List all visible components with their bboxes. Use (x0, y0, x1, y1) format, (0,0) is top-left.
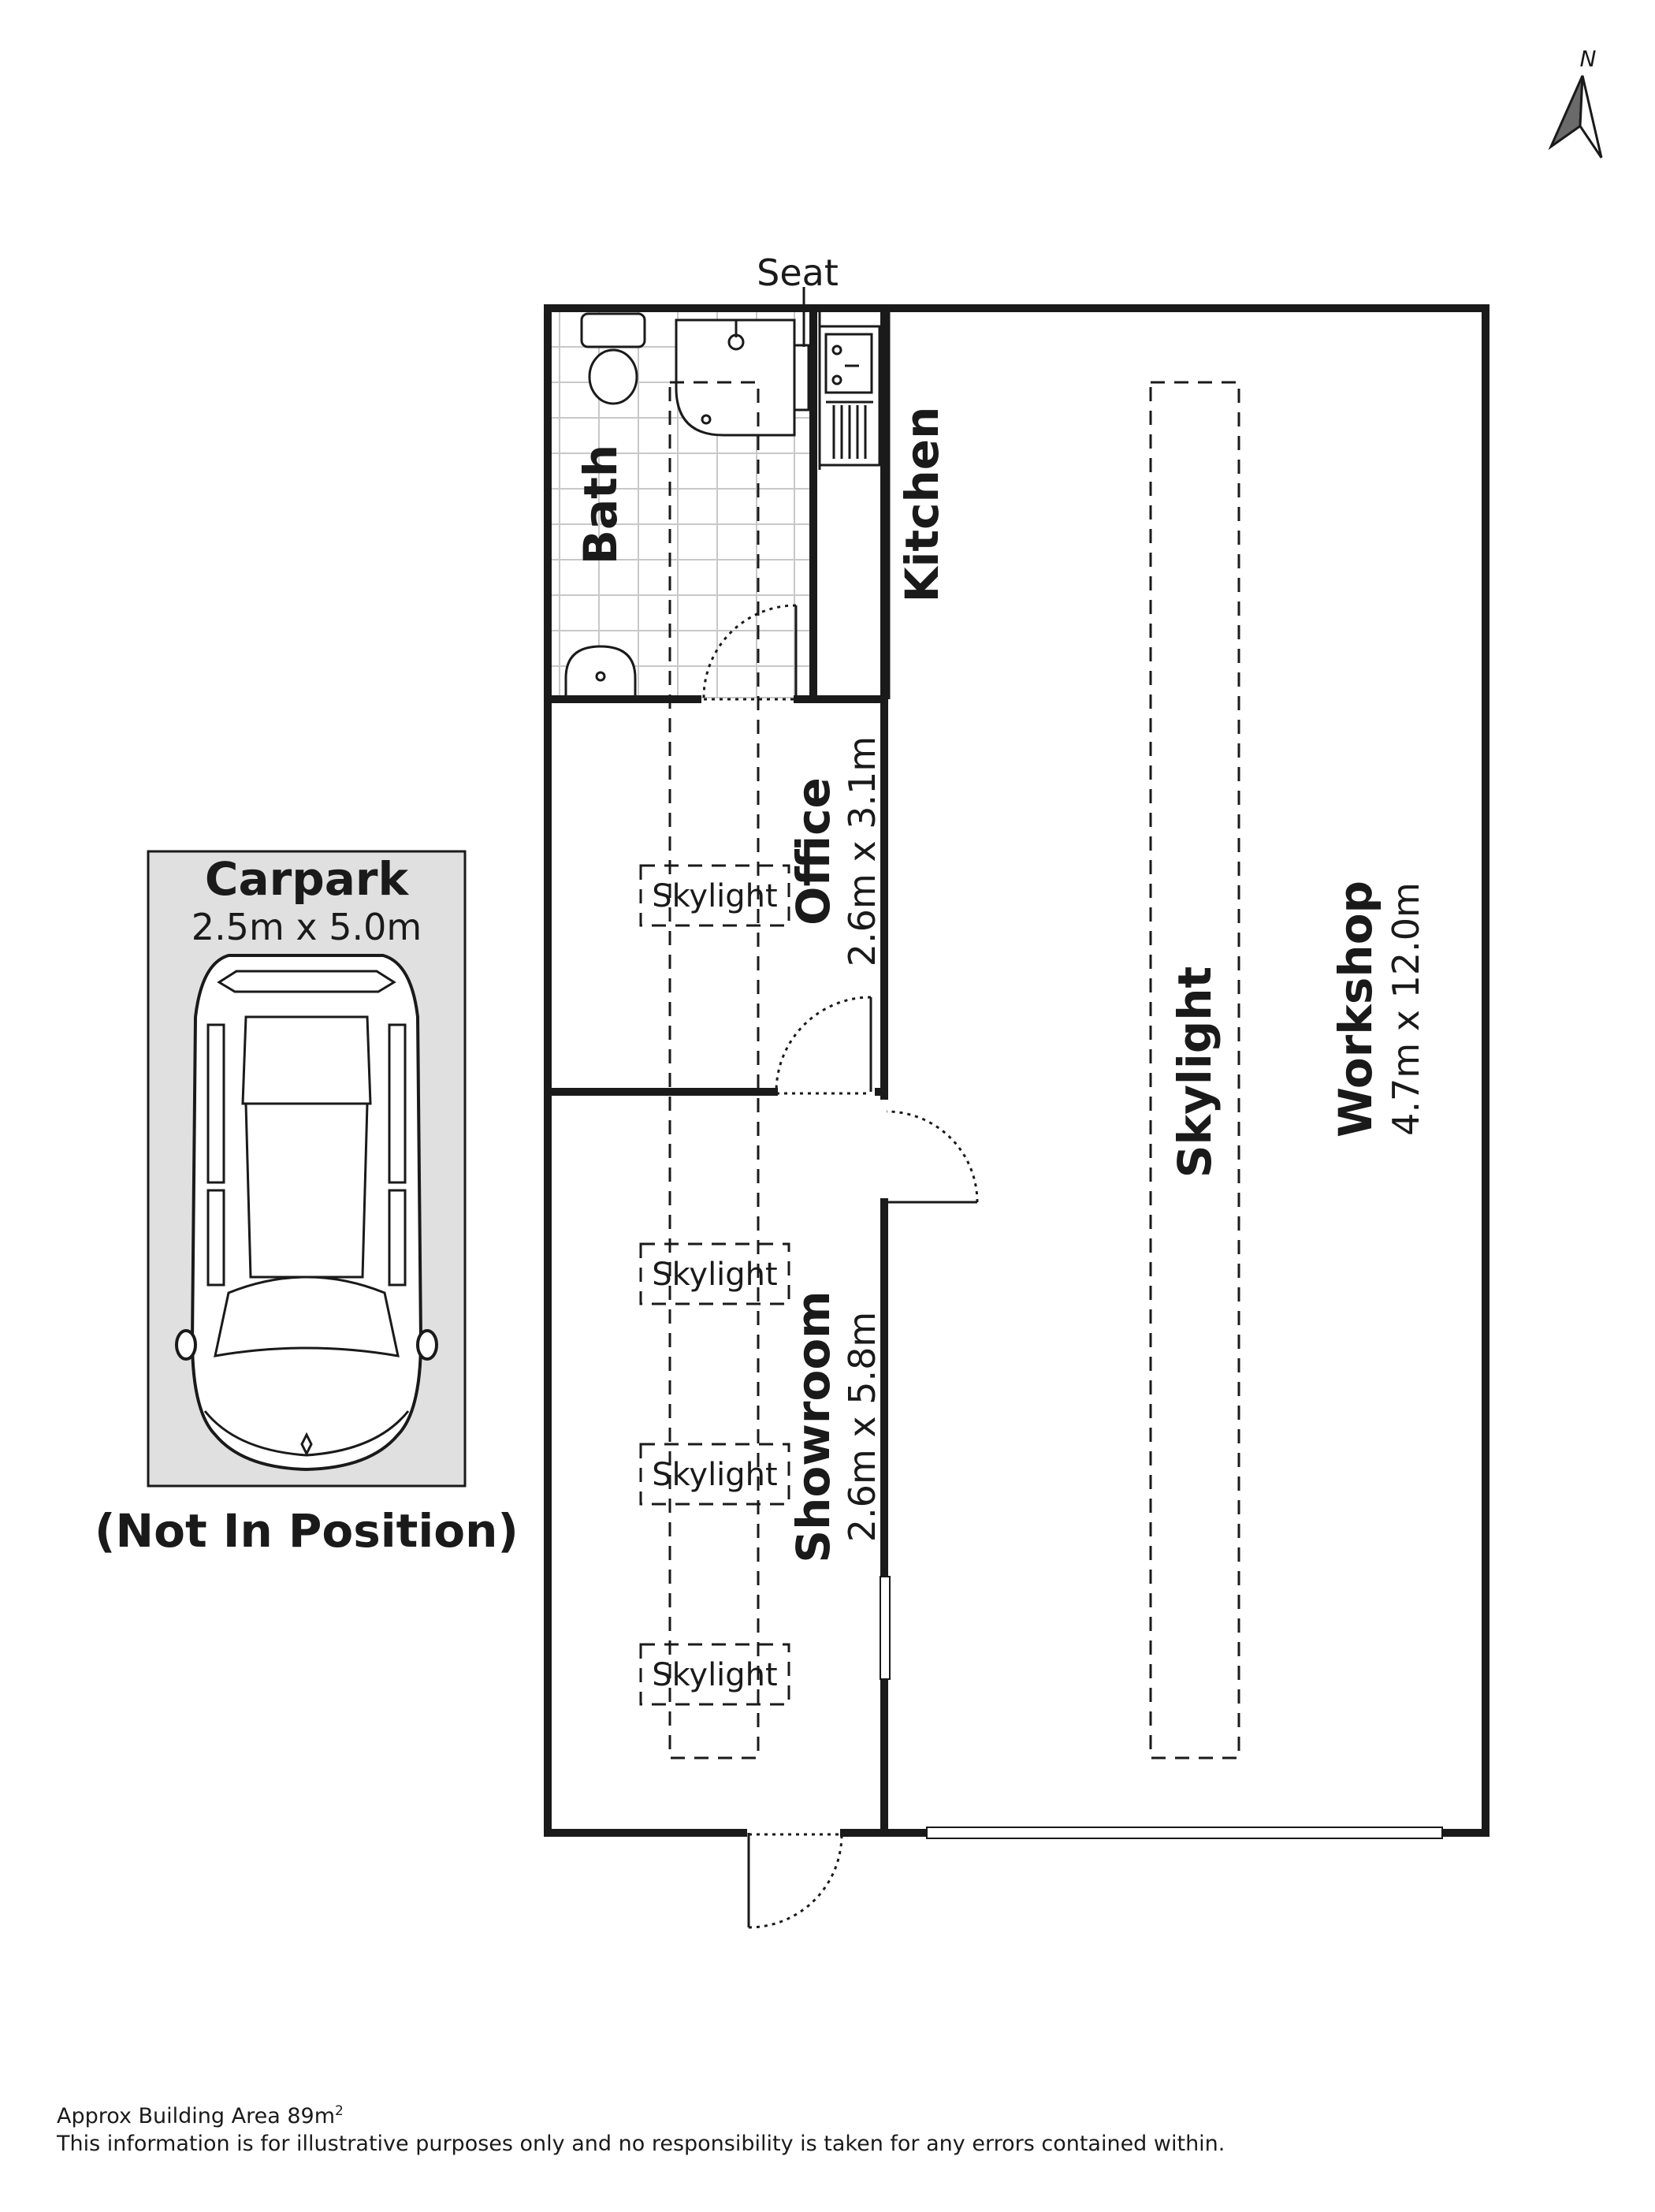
room-dims-office: 2.6m x 3.1m (841, 736, 883, 966)
workshop-door[interactable] (886, 1110, 979, 1204)
room-label-workshop: Workshop (1329, 881, 1382, 1138)
bath-door[interactable] (702, 604, 798, 701)
carpark-dims: 2.5m x 5.0m (192, 906, 422, 948)
seat-icon (793, 287, 810, 411)
skylight-label-workshop: Skylight (1168, 966, 1222, 1178)
compass-label: N (1580, 46, 1597, 72)
carpark-title: Carpark (205, 852, 410, 906)
showroom-window (880, 1576, 891, 1680)
carpark: Carpark 2.5m x 5.0m (Not In Position) (95, 850, 519, 1558)
garage-door-opening (926, 1827, 1443, 1839)
carpark-note: (Not In Position) (95, 1504, 519, 1558)
skylight-label-office: Skylight (652, 878, 777, 914)
room-dims-workshop: 4.7m x 12.0m (1385, 882, 1427, 1136)
car-icon (175, 954, 438, 1471)
skylight-outlines (639, 381, 1240, 1760)
skylight-label-showroom-1: Skylight (652, 1257, 777, 1293)
room-label-showroom: Showroom (787, 1290, 840, 1562)
footer-area: Approx Building Area 89m2 (57, 2103, 344, 2128)
footer-disclaimer: This information is for illustrative pur… (56, 2132, 1225, 2156)
footer-area-text: Approx Building Area 89m (57, 2104, 335, 2128)
skylight-label-showroom-3: Skylight (652, 1657, 777, 1693)
sink-icon (818, 325, 881, 467)
room-dims-showroom: 2.6m x 5.8m (841, 1312, 883, 1542)
walls (544, 304, 1490, 1837)
north-arrow-icon: N (1548, 46, 1603, 158)
office-door[interactable] (775, 996, 872, 1095)
room-label-office: Office (787, 777, 840, 925)
entry-opening (747, 1827, 840, 1838)
entry-door[interactable] (747, 1833, 843, 1929)
footer-area-sup: 2 (335, 2103, 344, 2119)
basin-icon (564, 645, 637, 699)
skylight-label-showroom-2: Skylight (652, 1457, 777, 1493)
room-label-bath: Bath (574, 445, 627, 564)
seat-label: Seat (757, 251, 839, 294)
shower-icon (675, 318, 796, 437)
toilet-icon (580, 312, 646, 405)
room-label-kitchen: Kitchen (895, 407, 949, 603)
